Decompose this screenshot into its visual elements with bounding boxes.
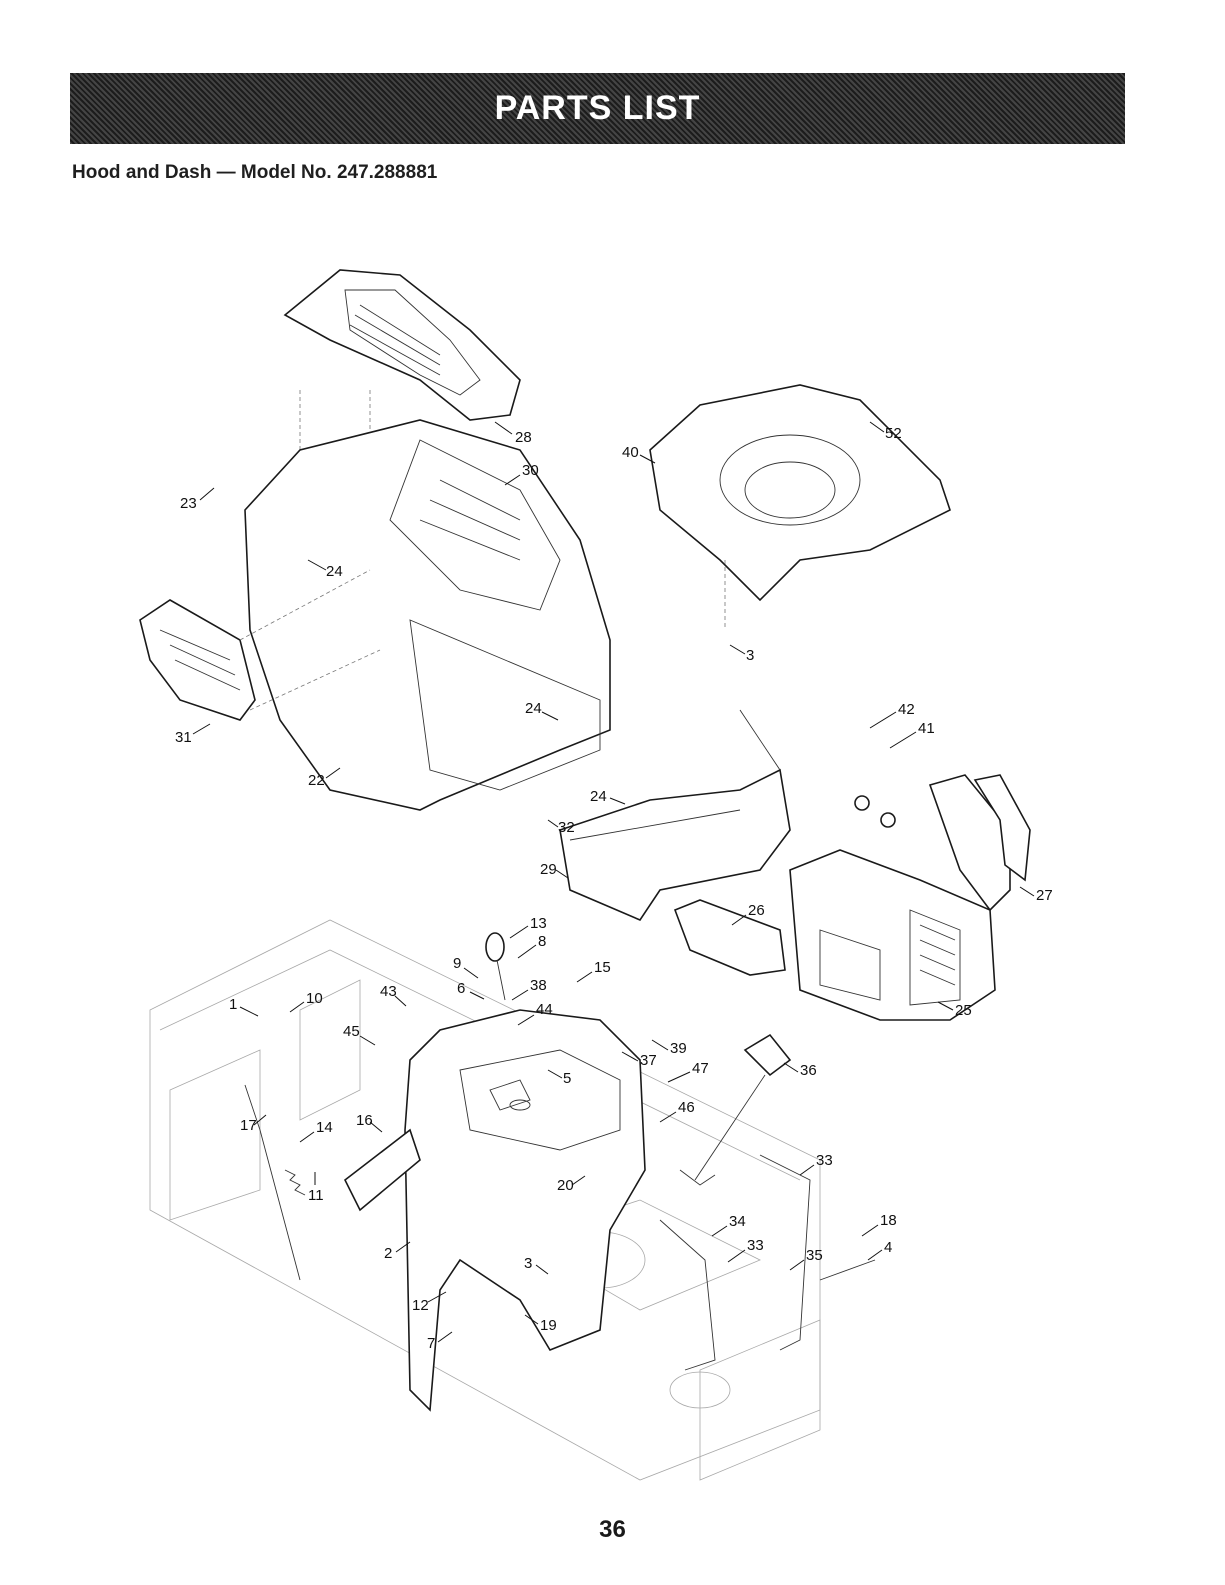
headlight-bulb	[855, 796, 895, 827]
callout-33-lower: 33	[747, 1237, 764, 1254]
dash-panel	[405, 1010, 645, 1410]
callout-24-lower: 24	[590, 788, 607, 805]
callout-33-upper: 33	[816, 1152, 833, 1169]
throttle-knob	[486, 933, 505, 1000]
headlight-lens	[675, 900, 785, 975]
callout-3-lower: 3	[524, 1255, 532, 1272]
callout-20: 20	[557, 1177, 574, 1194]
fuel-cap	[680, 1035, 790, 1185]
callout-46: 46	[678, 1099, 695, 1116]
callout-27: 27	[1036, 887, 1053, 904]
callout-17: 17	[240, 1117, 257, 1134]
hood-main-body	[245, 420, 610, 810]
callout-31: 31	[175, 729, 192, 746]
callout-12: 12	[412, 1297, 429, 1314]
banner-title: PARTS LIST	[495, 89, 701, 128]
callout-18: 18	[880, 1212, 897, 1229]
callout-9: 9	[453, 955, 461, 972]
callout-38: 38	[530, 977, 547, 994]
callout-35: 35	[806, 1247, 823, 1264]
hood-top-panel	[285, 270, 520, 420]
callout-45: 45	[343, 1023, 360, 1040]
callout-19: 19	[540, 1317, 557, 1334]
page-number: 36	[0, 1516, 1225, 1544]
callout-29: 29	[540, 861, 557, 878]
lower-hood-cover	[650, 385, 950, 600]
callout-36: 36	[800, 1062, 817, 1079]
callout-30: 30	[522, 462, 539, 479]
callout-2: 2	[384, 1245, 392, 1262]
callout-34: 34	[729, 1213, 746, 1230]
callout-41: 41	[918, 720, 935, 737]
exploded-parts-diagram: 28 30 23 24 24 24 31 22 32 40 52 3 42	[0, 230, 1225, 1510]
parts-list-banner: PARTS LIST	[70, 73, 1125, 144]
callout-22: 22	[308, 772, 325, 789]
callout-44: 44	[536, 1001, 553, 1018]
callout-32: 32	[558, 819, 575, 836]
callout-39: 39	[670, 1040, 687, 1057]
callout-37: 37	[640, 1052, 657, 1069]
callout-26: 26	[748, 902, 765, 919]
callout-7: 7	[427, 1335, 435, 1352]
front-bumper	[560, 710, 790, 920]
side-fender	[930, 775, 1030, 910]
callout-11: 11	[308, 1187, 324, 1204]
spring	[285, 1170, 305, 1195]
callout-52: 52	[885, 425, 902, 442]
callout-16: 16	[356, 1112, 373, 1129]
callout-40: 40	[622, 444, 639, 461]
callout-4: 4	[884, 1239, 892, 1256]
callout-42: 42	[898, 701, 915, 718]
callout-10: 10	[306, 990, 323, 1007]
callout-1: 1	[229, 996, 237, 1013]
callout-8: 8	[538, 933, 546, 950]
callout-43: 43	[380, 983, 397, 1000]
side-grille	[140, 600, 255, 720]
callout-47: 47	[692, 1060, 709, 1077]
callout-25: 25	[955, 1002, 972, 1019]
callout-23: 23	[180, 495, 197, 512]
callout-5: 5	[563, 1070, 571, 1087]
callout-13: 13	[530, 915, 547, 932]
callout-14: 14	[316, 1119, 333, 1136]
callout-15: 15	[594, 959, 611, 976]
section-subtitle: Hood and Dash — Model No. 247.288881	[72, 162, 437, 184]
callout-6: 6	[457, 980, 465, 997]
callout-24-upper: 24	[326, 563, 343, 580]
callout-28: 28	[515, 429, 532, 446]
callout-3-upper: 3	[746, 647, 754, 664]
callout-24-middle: 24	[525, 700, 542, 717]
